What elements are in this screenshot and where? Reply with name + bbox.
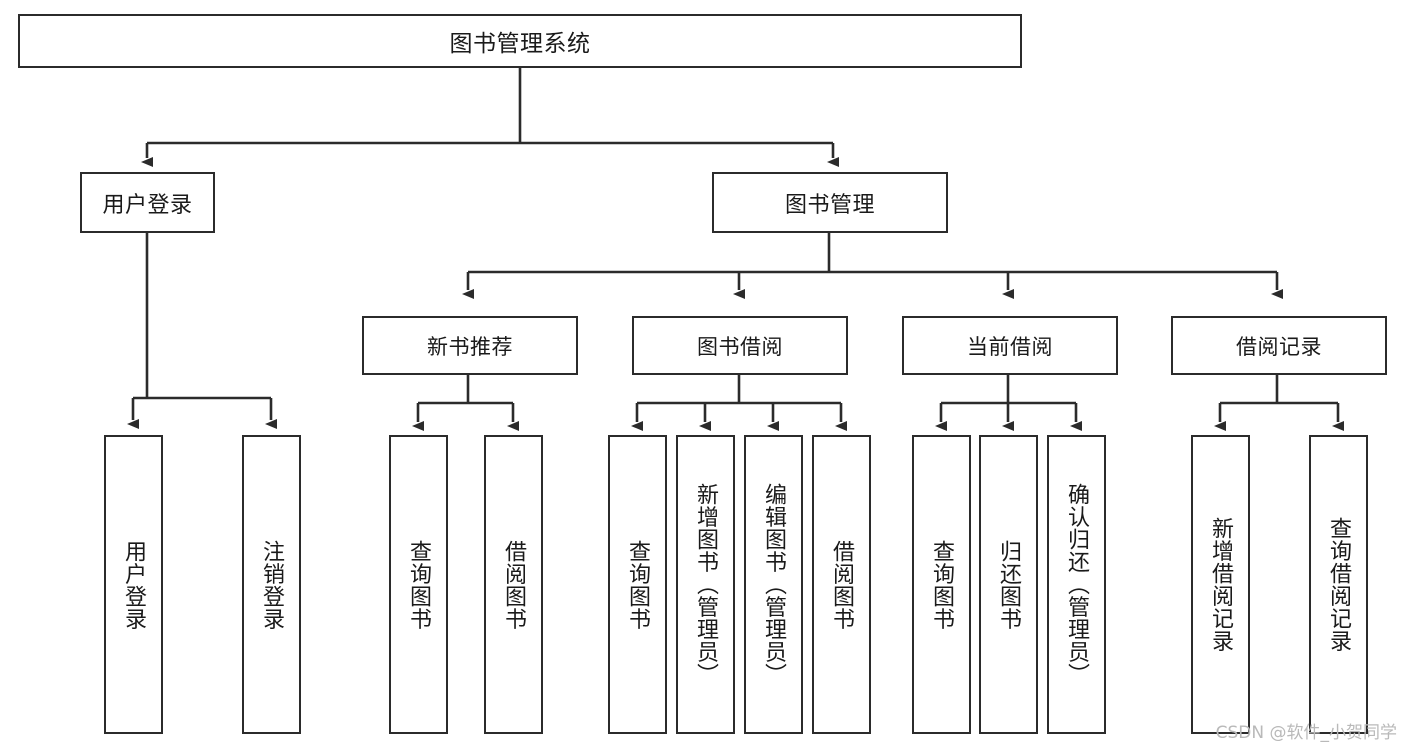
node-book-manage[interactable]: 图书管理 — [712, 172, 948, 233]
watermark-text: CSDN @软件_小贺同学 — [1215, 723, 1397, 743]
leaf-query-book-3-label: 查询图书 — [929, 539, 955, 630]
leaf-return-book[interactable]: 归还图书 — [979, 435, 1038, 734]
leaf-borrow-book-2-label: 借阅图书 — [829, 539, 855, 630]
leaf-borrow-book-1-label: 借阅图书 — [501, 539, 527, 630]
leaf-confirm-return[interactable]: 确认归还（管理员） — [1047, 435, 1106, 734]
node-root-label: 图书管理系统 — [449, 31, 591, 57]
node-new-book-recommend-label: 新书推荐 — [427, 334, 513, 359]
leaf-query-book-2-label: 查询图书 — [625, 539, 651, 630]
leaf-return-book-label: 归还图书 — [996, 539, 1022, 630]
node-user-login[interactable]: 用户登录 — [80, 172, 215, 233]
leaf-add-record-label: 新增借阅记录 — [1208, 517, 1234, 652]
leaf-logout-login[interactable]: 注销登录 — [242, 435, 301, 734]
leaf-query-record-label: 查询借阅记录 — [1326, 517, 1352, 652]
node-borrow-record[interactable]: 借阅记录 — [1171, 316, 1387, 375]
node-borrow-record-label: 借阅记录 — [1236, 334, 1322, 359]
node-book-borrow-label: 图书借阅 — [697, 334, 783, 359]
node-book-manage-label: 图书管理 — [784, 192, 875, 218]
node-new-book-recommend[interactable]: 新书推荐 — [362, 316, 578, 375]
leaf-user-login[interactable]: 用户登录 — [104, 435, 163, 734]
leaf-query-book-3[interactable]: 查询图书 — [912, 435, 971, 734]
leaf-edit-book[interactable]: 编辑图书（管理员） — [744, 435, 803, 734]
leaf-user-login-label: 用户登录 — [121, 539, 147, 630]
leaf-query-book-1[interactable]: 查询图书 — [389, 435, 448, 734]
node-current-borrow-label: 当前借阅 — [967, 334, 1053, 359]
node-root[interactable]: 图书管理系统 — [18, 14, 1022, 68]
node-current-borrow[interactable]: 当前借阅 — [902, 316, 1118, 375]
leaf-borrow-book-1[interactable]: 借阅图书 — [484, 435, 543, 734]
leaf-query-record[interactable]: 查询借阅记录 — [1309, 435, 1368, 734]
leaf-edit-book-label: 编辑图书（管理员） — [761, 483, 787, 686]
leaf-add-record[interactable]: 新增借阅记录 — [1191, 435, 1250, 734]
leaf-query-book-1-label: 查询图书 — [406, 539, 432, 630]
leaf-add-book-label: 新增图书（管理员） — [693, 483, 719, 686]
node-user-login-label: 用户登录 — [102, 192, 193, 218]
node-book-borrow[interactable]: 图书借阅 — [632, 316, 848, 375]
leaf-logout-login-label: 注销登录 — [259, 539, 285, 630]
leaf-add-book[interactable]: 新增图书（管理员） — [676, 435, 735, 734]
leaf-confirm-return-label: 确认归还（管理员） — [1064, 483, 1090, 686]
leaf-query-book-2[interactable]: 查询图书 — [608, 435, 667, 734]
leaf-borrow-book-2[interactable]: 借阅图书 — [812, 435, 871, 734]
